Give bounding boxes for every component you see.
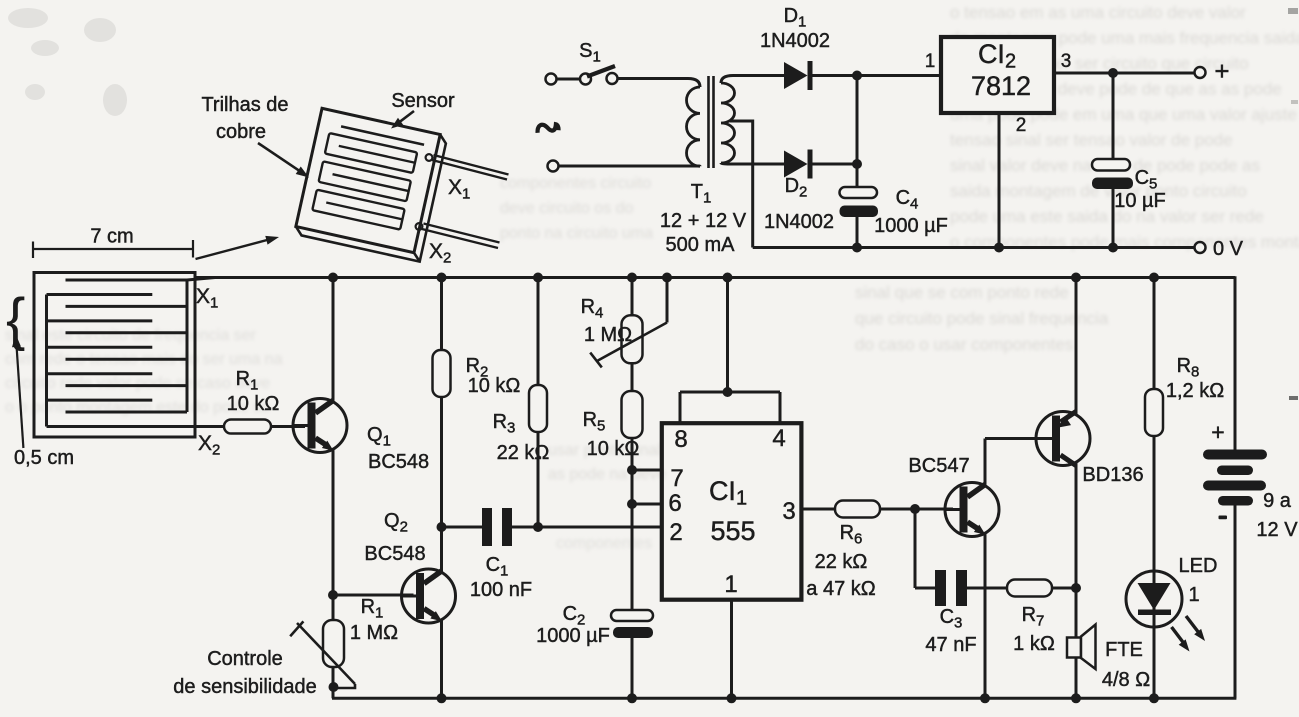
svg-text:saida montagem de valor ponto: saida montagem de valor ponto circuito — [950, 182, 1247, 201]
svg-text:Trilhas de: Trilhas de — [201, 94, 288, 116]
svg-text:12 V: 12 V — [1256, 519, 1298, 541]
svg-text:1: 1 — [925, 51, 936, 72]
svg-text:22 kΩ: 22 kΩ — [815, 551, 868, 573]
svg-text:100 nF: 100 nF — [470, 579, 532, 601]
svg-text:3: 3 — [1061, 51, 1072, 72]
svg-text:1 MΩ: 1 MΩ — [584, 324, 632, 346]
svg-text:10 kΩ: 10 kΩ — [468, 375, 521, 397]
svg-text:1: 1 — [724, 571, 737, 598]
svg-text:+: + — [1214, 56, 1229, 86]
svg-text:12 + 12 V: 12 + 12 V — [660, 210, 747, 232]
svg-text:FTE: FTE — [1105, 639, 1143, 661]
svg-text:10 µF: 10 µF — [1114, 190, 1166, 212]
svg-text:3: 3 — [782, 498, 795, 525]
svg-text:1,2 kΩ: 1,2 kΩ — [1166, 380, 1224, 402]
svg-text:BD136: BD136 — [1082, 464, 1143, 486]
svg-text:1N4002: 1N4002 — [760, 30, 830, 52]
svg-text:cobre: cobre — [216, 121, 266, 143]
svg-text:sinal este circuito de frequen: sinal este circuito de frequencia ser — [5, 327, 256, 344]
svg-text:10 kΩ: 10 kΩ — [227, 393, 280, 415]
svg-text:1 kΩ: 1 kΩ — [1013, 633, 1055, 655]
svg-text:2: 2 — [669, 519, 682, 546]
svg-text:CI2: CI2 — [978, 39, 1016, 73]
svg-text:ponto na circuito uma: ponto na circuito uma — [500, 225, 653, 242]
svg-text:BC547: BC547 — [908, 455, 969, 477]
svg-text:BC548: BC548 — [364, 543, 425, 565]
svg-text:componentes circuito: componentes circuito — [500, 175, 651, 192]
svg-text:componentes: componentes — [556, 535, 652, 552]
svg-text:1000 µF: 1000 µF — [536, 625, 610, 647]
svg-text:6: 6 — [668, 490, 681, 517]
svg-text:7: 7 — [670, 465, 683, 492]
svg-text:+: + — [1211, 419, 1224, 445]
svg-text:do caso o usar componentes: do caso o usar componentes — [855, 335, 1073, 354]
svg-text:1: 1 — [1188, 584, 1199, 606]
svg-text:a 47 kΩ: a 47 kΩ — [806, 578, 875, 600]
svg-text:555: 555 — [710, 516, 755, 546]
svg-text:Sensor: Sensor — [391, 90, 455, 112]
svg-text:que circuito pode sinal freque: que circuito pode sinal frequencia — [855, 309, 1109, 328]
svg-text:circuito rede valor pode se ca: circuito rede valor pode se caso deve — [5, 375, 270, 392]
svg-text:2: 2 — [1016, 115, 1027, 136]
svg-text:LED: LED — [1179, 555, 1218, 577]
svg-text:0 V: 0 V — [1213, 238, 1244, 260]
svg-text:47 nF: 47 nF — [925, 634, 976, 656]
svg-text:1000 µF: 1000 µF — [874, 215, 948, 237]
svg-text:{: { — [6, 287, 25, 352]
svg-text:sinal que se com ponto rede: sinal que se com ponto rede — [855, 283, 1069, 302]
svg-text:4/8 Ω: 4/8 Ω — [1102, 669, 1150, 691]
svg-text:9 a: 9 a — [1263, 490, 1292, 512]
svg-text:de sensibilidade: de sensibilidade — [173, 676, 316, 698]
svg-text:22 kΩ: 22 kΩ — [497, 442, 550, 464]
svg-text:1 MΩ: 1 MΩ — [350, 622, 398, 644]
svg-text:500 mA: 500 mA — [666, 234, 736, 256]
svg-text:Controle: Controle — [207, 648, 283, 670]
svg-text:o tensao em as uma circuito de: o tensao em as uma circuito deve valor — [950, 3, 1246, 22]
svg-text:tensao sinal ser tensao valor: tensao sinal ser tensao valor de pode — [950, 131, 1233, 150]
svg-text:4: 4 — [772, 425, 785, 452]
svg-text:1N4002: 1N4002 — [764, 211, 834, 233]
svg-text:7812: 7812 — [971, 71, 1031, 101]
svg-text:BC548: BC548 — [368, 451, 429, 473]
svg-text:deve circuito os do: deve circuito os do — [500, 200, 634, 217]
svg-text:pode uma este saida do na valo: pode uma este saida do na valor ser rede — [950, 207, 1264, 226]
svg-text:8: 8 — [674, 426, 687, 453]
svg-text:7 cm: 7 cm — [90, 226, 133, 248]
svg-text:10 kΩ: 10 kΩ — [587, 438, 640, 460]
svg-text:0,5 cm: 0,5 cm — [14, 447, 74, 469]
